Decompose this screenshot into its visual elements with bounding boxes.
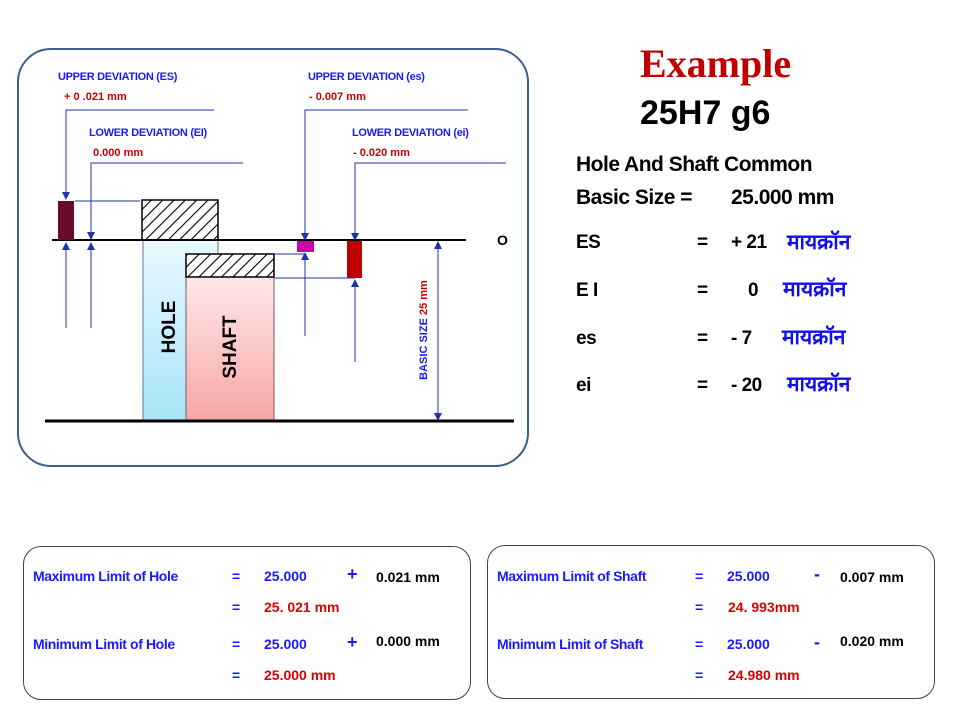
shaft-max-op: -: [814, 564, 820, 584]
es-shaft-label: UPPER DEVIATION (es): [308, 71, 425, 83]
hole-max-op: +: [347, 564, 358, 584]
row-ei-shaft-eq: =: [697, 375, 708, 396]
row-es-shaft-eq: =: [697, 328, 708, 349]
hole-max-label: Maximum Limit of Hole: [33, 568, 178, 584]
hole-label: HOLE: [159, 300, 180, 354]
shaft-max-label: Maximum Limit of Shaft: [497, 568, 647, 584]
shaft-limits-box: [487, 545, 935, 699]
shaft-max-eq: =: [695, 568, 704, 584]
shaft-min-result: 24.980 mm: [728, 667, 800, 683]
row-ei-unit: मायक्रॉन: [783, 278, 847, 301]
shaft-min-dev: 0.020 mm: [840, 633, 904, 649]
row-es-shaft-unit: मायक्रॉन: [782, 326, 846, 349]
hole-min-base: 25.000: [264, 636, 307, 652]
fit-code: 25H7 g6: [640, 94, 771, 132]
hole-min-eq: =: [232, 636, 241, 652]
row-es-label: ES: [576, 232, 601, 253]
row-ei-label: E I: [576, 280, 598, 301]
es-shaft-value: - 0.007 mm: [309, 91, 366, 103]
shaft-max-eq2: =: [695, 599, 704, 615]
row-es-shaft-label: es: [576, 328, 597, 349]
hole-max-eq2: =: [232, 599, 241, 615]
hole-limits-box: [23, 546, 471, 700]
es-hole-value: + 0 .021 mm: [64, 91, 127, 103]
basic-size-dimension-label: BASIC SIZE 25 mm: [418, 280, 430, 380]
hole-tolerance-zone: [141, 199, 219, 241]
ei-shaft-label: LOWER DEVIATION (ei): [352, 127, 469, 139]
common-heading: Hole And Shaft Common: [576, 153, 813, 176]
shaft-min-base: 25.000: [727, 636, 770, 652]
shaft-min-eq2: =: [695, 667, 704, 683]
example-title: Example: [640, 41, 792, 86]
shaft-min-op: -: [814, 632, 820, 652]
row-es-unit: मायक्रॉन: [787, 231, 851, 254]
ei-shaft-marker: [347, 241, 362, 278]
es-hole-label: UPPER DEVIATION (ES): [58, 71, 178, 83]
shaft-max-dev: 0.007 mm: [840, 569, 904, 585]
hole-max-eq: =: [232, 568, 241, 584]
zero-line-label: O: [497, 232, 508, 248]
basic-size-value: 25.000 mm: [731, 186, 834, 209]
ei-hole-label: LOWER DEVIATION (EI): [89, 127, 207, 139]
row-ei-shaft-unit: मायक्रॉन: [787, 373, 851, 396]
hole-min-eq2: =: [232, 667, 241, 683]
basic-size-dimension-text: BASIC SIZE: [418, 318, 430, 380]
es-hole-marker: [58, 201, 74, 240]
shaft-max-base: 25.000: [727, 568, 770, 584]
shaft-tolerance-zone: [185, 253, 275, 278]
shaft-label: SHAFT: [220, 315, 241, 379]
row-es-value: + 21: [731, 232, 767, 253]
row-es-shaft-value: - 7: [731, 328, 752, 349]
shaft-min-label: Minimum Limit of Shaft: [497, 636, 643, 652]
hole-max-base: 25.000: [264, 568, 307, 584]
hole-min-op: +: [347, 632, 358, 652]
row-ei-value: 0: [748, 280, 759, 301]
hole-max-dev: 0.021 mm: [376, 569, 440, 585]
hole-max-result: 25. 021 mm: [264, 599, 340, 615]
basic-size-label: Basic Size =: [576, 186, 693, 209]
row-ei-eq: =: [697, 280, 708, 301]
shaft-min-eq: =: [695, 636, 704, 652]
hole-min-result: 25.000 mm: [264, 667, 336, 683]
ei-shaft-value: - 0.020 mm: [353, 147, 410, 159]
es-shaft-marker: [297, 241, 314, 252]
row-ei-shaft-value: - 20: [731, 375, 762, 396]
hole-min-label: Minimum Limit of Hole: [33, 636, 175, 652]
row-ei-shaft-label: ei: [576, 375, 591, 396]
basic-size-dimension-value: 25 mm: [418, 280, 430, 316]
row-es-eq: =: [697, 232, 708, 253]
hole-min-dev: 0.000 mm: [376, 633, 440, 649]
shaft-max-result: 24. 993mm: [728, 599, 800, 615]
ei-hole-value: 0.000 mm: [93, 147, 144, 159]
